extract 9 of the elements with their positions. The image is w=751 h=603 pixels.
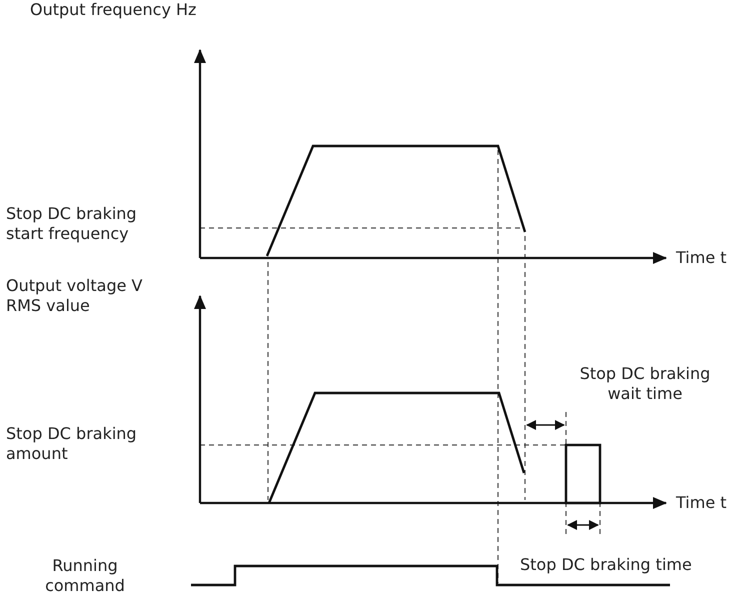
axis-label: Output voltage V RMS value [6, 276, 144, 316]
time-label: Stop DC braking wait time [578, 364, 712, 404]
signal-label: Running command [44, 556, 126, 596]
axis-label: Time t [676, 493, 727, 513]
axis-label: Output frequency Hz [30, 0, 196, 20]
time-label: Stop DC braking time [520, 555, 692, 575]
level-label: Stop DC braking amount [6, 424, 138, 464]
axis-label: Time t [676, 248, 727, 268]
level-label: Stop DC braking start frequency [6, 204, 138, 244]
